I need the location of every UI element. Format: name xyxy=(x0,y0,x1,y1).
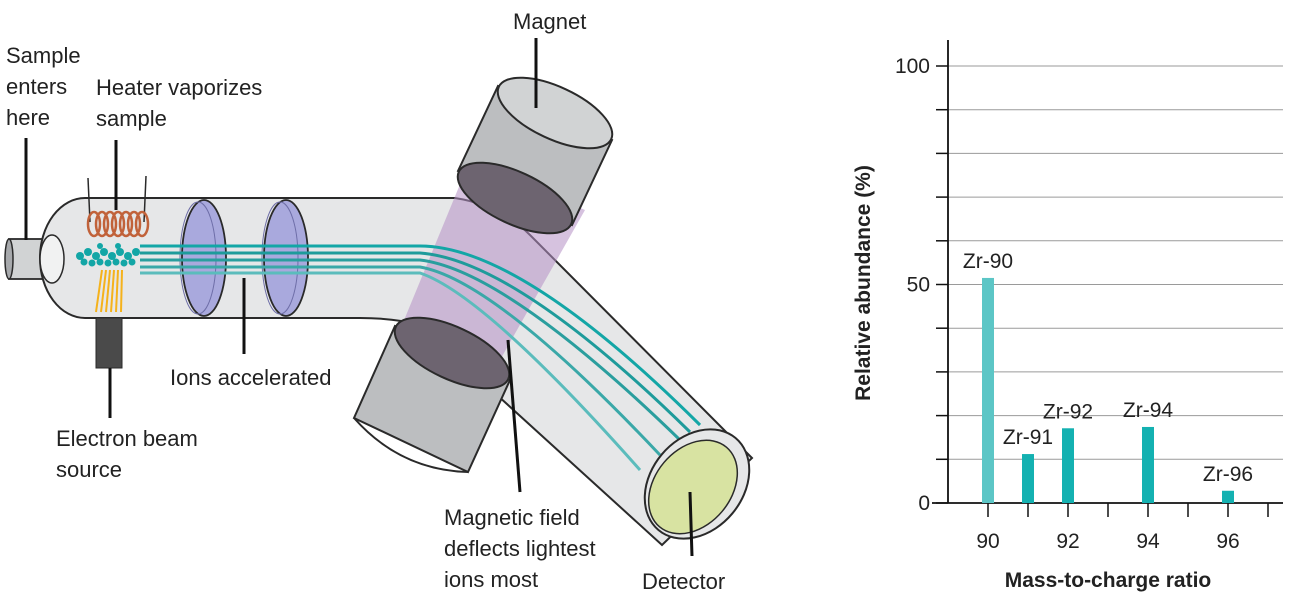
label-electron-beam-source: Electron beam source xyxy=(56,426,204,482)
magnet xyxy=(352,76,614,474)
detector xyxy=(643,428,751,540)
leader-lines xyxy=(24,38,694,557)
y-axis-title: Relative abundance (%) xyxy=(852,165,875,401)
bar xyxy=(982,277,994,503)
bar xyxy=(1022,454,1034,503)
diagram-labels: Sample enters here Heater vaporizes samp… xyxy=(6,9,725,594)
x-tick-label: 96 xyxy=(1216,530,1239,553)
heater-coil xyxy=(86,175,150,238)
electron-beam-source-block xyxy=(95,317,123,369)
vaporized-sample xyxy=(76,243,140,267)
bar-label: Zr-94 xyxy=(1123,399,1173,422)
bar-label: Zr-90 xyxy=(963,250,1013,273)
y-axis-ticks: 0 50 100 xyxy=(895,55,948,515)
accelerator-plate-2 xyxy=(261,199,309,317)
bar-label: Zr-91 xyxy=(1003,426,1053,449)
x-axis-title: Mass-to-charge ratio xyxy=(1005,569,1212,592)
y-tick-label: 100 xyxy=(895,55,930,78)
y-tick-label: 50 xyxy=(907,274,930,297)
ion-beams xyxy=(140,244,702,471)
label-sample-enters: Sample enters here xyxy=(6,43,87,130)
bar xyxy=(1062,428,1074,503)
label-ions-accelerated: Ions accelerated xyxy=(170,365,331,390)
x-axis-ticks: 90 92 94 96 xyxy=(976,503,1269,553)
x-tick-label: 90 xyxy=(976,530,999,553)
bar xyxy=(1222,490,1234,503)
x-tick-label: 94 xyxy=(1136,530,1160,553)
accelerator-plate-1 xyxy=(179,199,227,317)
bar-label: Zr-96 xyxy=(1203,463,1253,486)
mass-spectrometer-diagram: Sample enters here Heater vaporizes samp… xyxy=(4,9,754,594)
electron-beam xyxy=(95,269,123,313)
label-detector: Detector xyxy=(642,569,725,594)
label-magnet: Magnet xyxy=(513,9,586,34)
label-heater: Heater vaporizes sample xyxy=(96,75,268,131)
x-tick-label: 92 xyxy=(1056,530,1079,553)
gridlines xyxy=(948,65,1283,460)
bar-label: Zr-92 xyxy=(1043,400,1093,423)
label-magnetic-field: Magnetic field deflects lightest ions mo… xyxy=(444,505,602,592)
y-tick-label: 0 xyxy=(918,492,930,515)
bar xyxy=(1142,426,1154,503)
